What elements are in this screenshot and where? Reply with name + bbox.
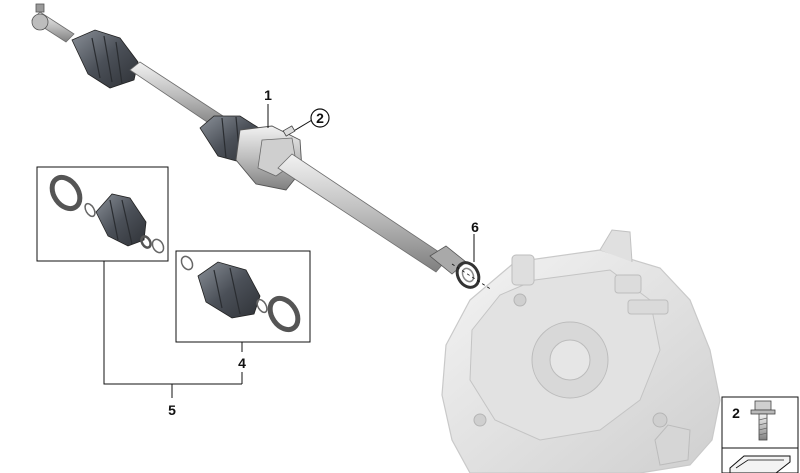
- shaft-seal-icon: [455, 261, 481, 289]
- small-clamp-icon: [140, 235, 152, 249]
- circlip-icon: [256, 298, 268, 314]
- seal-axis-line: [451, 263, 493, 291]
- inner-boot-kit-box: [175, 250, 311, 343]
- bolt-marker: [282, 125, 296, 137]
- callout-5: 5: [168, 402, 176, 418]
- hose-clamp-icon: [49, 174, 83, 212]
- callout-5-bracket: [103, 261, 242, 385]
- hex-bolt-icon: [750, 400, 776, 441]
- hose-clamp-icon: [267, 295, 301, 333]
- callout-4: 4: [238, 355, 246, 371]
- drive-shaft-icon: [31, 3, 467, 275]
- callout-6: 6: [471, 219, 479, 235]
- callout-1: 1: [264, 87, 272, 103]
- small-ring-icon: [151, 238, 165, 254]
- callout-2-leader: [291, 119, 313, 133]
- inset-callout-2: 2: [732, 405, 740, 421]
- transmission-housing-icon: [441, 229, 721, 473]
- bolt-inset-box: 2: [721, 396, 799, 473]
- circlip-icon: [180, 255, 194, 271]
- callout-2-circle: [310, 108, 330, 128]
- callout-2: 2: [316, 110, 324, 126]
- rubber-boot-icon: [95, 193, 147, 247]
- washer-sketch-icon: [729, 455, 791, 473]
- circlip-icon: [84, 202, 96, 218]
- outer-boot-kit-box: [36, 166, 169, 262]
